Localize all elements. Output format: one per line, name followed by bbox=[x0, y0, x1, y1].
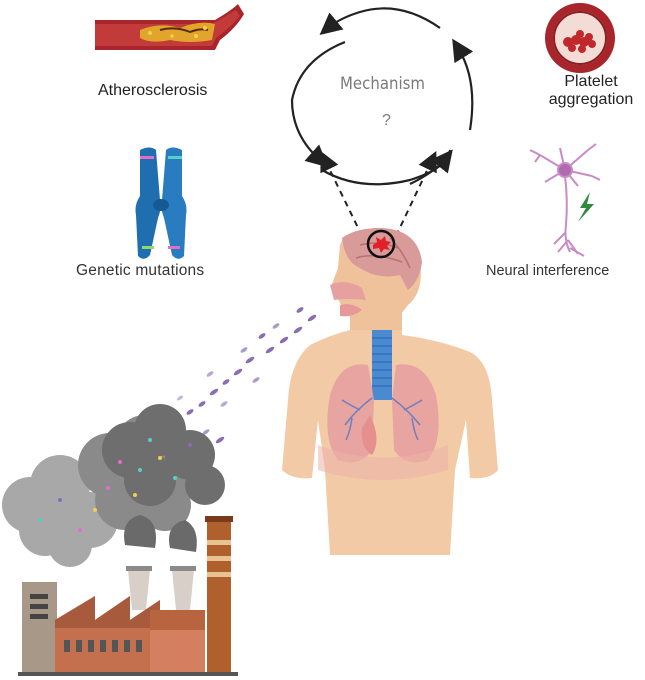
genetic-mutations-label: Genetic mutations bbox=[76, 262, 205, 279]
human-figure bbox=[282, 228, 498, 555]
brain-icon bbox=[366, 229, 396, 259]
mechanism-question-mark: ? bbox=[382, 112, 391, 129]
platelet-label-line2: aggregation bbox=[548, 91, 634, 108]
platelet-label-line1: Platelet bbox=[564, 73, 618, 90]
dashed-arrows bbox=[320, 150, 437, 237]
smoke-cloud bbox=[2, 404, 225, 567]
neuron-icon bbox=[529, 143, 601, 257]
factory-icon bbox=[18, 516, 238, 676]
chromosome-icon bbox=[135, 147, 187, 259]
particle-stream bbox=[146, 307, 317, 444]
atherosclerosis-label: Atherosclerosis bbox=[98, 82, 208, 99]
artery-plaque-icon bbox=[95, 4, 244, 50]
mechanism-label: Mechanism bbox=[340, 74, 426, 94]
lungs-icon bbox=[318, 330, 448, 480]
platelet-clot-icon bbox=[545, 3, 615, 73]
lightning-icon bbox=[578, 192, 594, 222]
neural-interference-label: Neural interference bbox=[486, 263, 610, 279]
mechanism-cycle bbox=[290, 7, 474, 186]
platelet-aggregation-label: Platelet aggregation bbox=[536, 73, 645, 109]
